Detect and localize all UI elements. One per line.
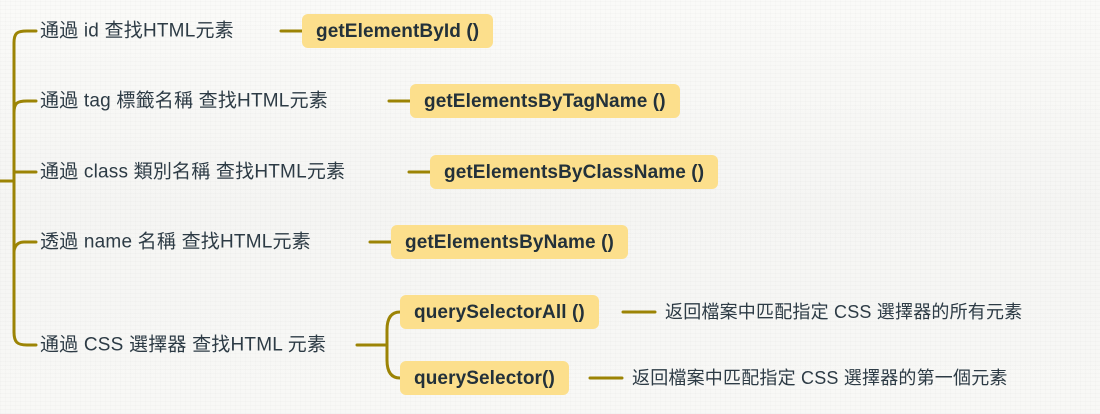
method-pill-getelementsbyclassname[interactable]: getElementsByClassName ()	[430, 155, 719, 189]
branch-label-tag: 通過 tag 標籤名稱 查找HTML元素	[40, 90, 328, 112]
branch-label-css-selector: 通過 CSS 選擇器 查找HTML 元素	[40, 334, 327, 356]
method-pill-queryselector[interactable]: querySelector()	[400, 361, 569, 395]
branch-label-name: 透過 name 名稱 查找HTML元素	[40, 231, 311, 253]
method-pill-getelementbyid[interactable]: getElementById ()	[302, 14, 494, 48]
method-pill-getelementsbytagname[interactable]: getElementsByTagName ()	[410, 84, 680, 118]
branch-label-id: 通過 id 查找HTML元素	[40, 20, 234, 42]
description-queryselector: 返回檔案中匹配指定 CSS 選擇器的第一個元素	[632, 368, 1008, 388]
method-pill-queryselectorall[interactable]: querySelectorAll ()	[400, 295, 599, 329]
description-queryselectorall: 返回檔案中匹配指定 CSS 選擇器的所有元素	[665, 302, 1023, 322]
method-pill-getelementsbyname[interactable]: getElementsByName ()	[391, 225, 628, 259]
branch-label-class: 通過 class 類別名稱 查找HTML元素	[40, 161, 346, 183]
